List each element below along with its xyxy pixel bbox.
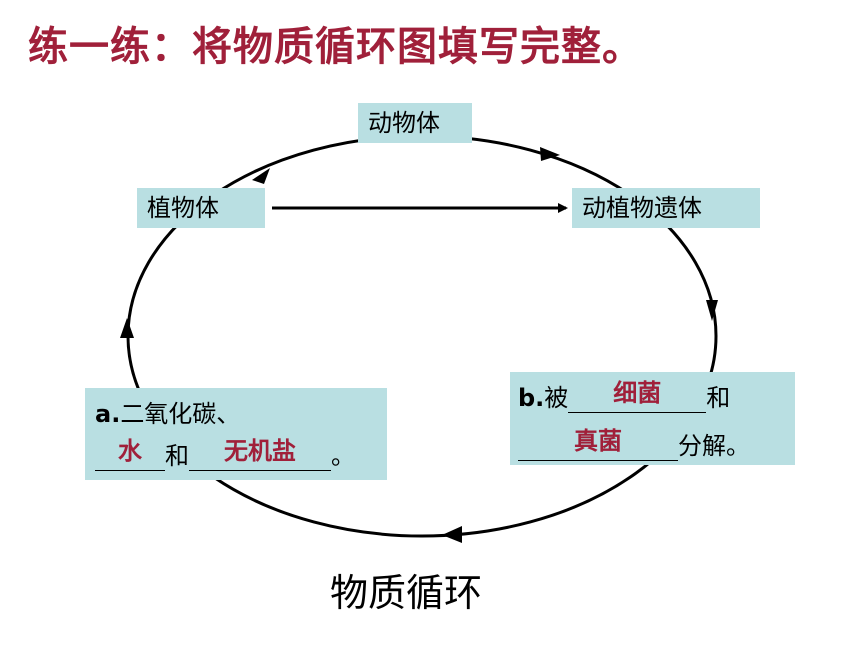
blank-b2: 真菌 [518, 427, 678, 461]
blank-a2: 无机盐 [189, 437, 331, 471]
answer-fungi: 真菌 [574, 427, 622, 455]
arrowhead-a-to-plant [120, 318, 134, 338]
box-a-connector: 和 [165, 442, 189, 470]
box-b-connector: 和 [706, 384, 731, 412]
node-remains-label: 动植物遗体 [582, 194, 702, 222]
answer-inorganic-salt: 无机盐 [224, 437, 296, 465]
answer-bacteria: 细菌 [613, 379, 662, 407]
arrowhead-animal-to-remains [540, 147, 560, 161]
diagram-caption: 物质循环 [330, 571, 483, 615]
box-b: b.被 细菌 和 真菌 分解。 [510, 372, 795, 465]
box-a-prefix: a. [95, 400, 121, 428]
box-b-by: 被 [544, 384, 569, 412]
blank-a1: 水 [95, 437, 165, 471]
answer-water: 水 [118, 437, 142, 465]
node-animal: 动物体 [358, 103, 472, 143]
box-a-end: 。 [331, 442, 355, 470]
blank-b1: 细菌 [568, 379, 707, 413]
box-b-end: 分解。 [678, 432, 750, 460]
node-animal-label: 动物体 [368, 109, 440, 137]
page-title: 练一练：将物质循环图填写完整。 [28, 24, 643, 70]
arrowhead-plant-to-animal [252, 168, 270, 184]
box-a: a.二氧化碳、 水 和 无机盐 。 [85, 388, 387, 480]
node-remains: 动植物遗体 [572, 188, 760, 228]
node-plant-label: 植物体 [147, 194, 219, 222]
box-b-prefix: b. [518, 384, 545, 412]
arrowhead-remains-to-b [706, 300, 718, 321]
arrowhead-b-to-a [442, 526, 462, 543]
node-plant: 植物体 [137, 188, 265, 228]
box-a-line1: 二氧化碳、 [120, 400, 241, 428]
